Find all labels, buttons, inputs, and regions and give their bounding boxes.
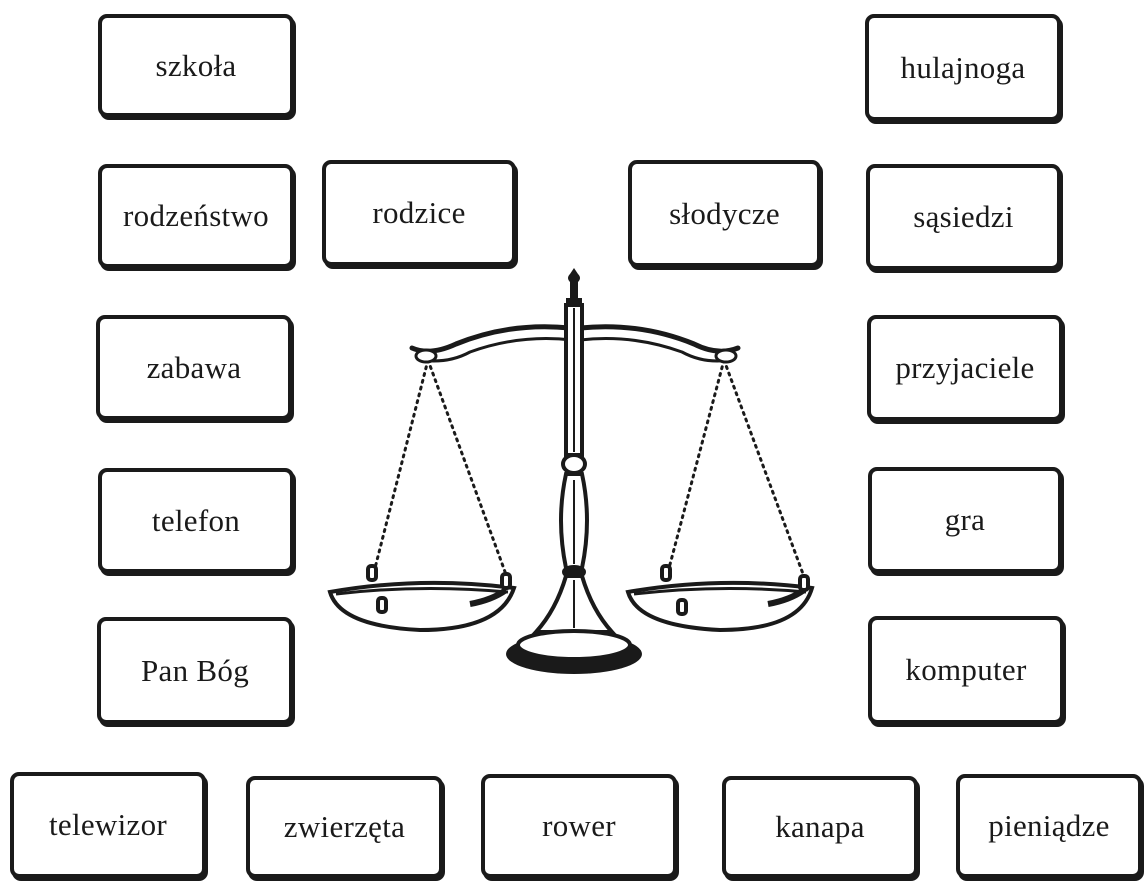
scale-chains xyxy=(372,358,808,584)
balance-scale-icon xyxy=(327,268,815,674)
card-pieniadze: pieniądze xyxy=(956,774,1142,878)
card-pan-bog: Pan Bóg xyxy=(97,617,293,724)
card-zwierzeta: zwierzęta xyxy=(246,776,443,878)
card-telefon: telefon xyxy=(98,468,294,573)
card-rodzice: rodzice xyxy=(322,160,516,266)
card-slodycze: słodycze xyxy=(628,160,821,267)
card-przyjaciele: przyjaciele xyxy=(867,315,1063,421)
card-komputer: komputer xyxy=(868,616,1064,724)
card-kanapa: kanapa xyxy=(722,776,918,878)
card-rower: rower xyxy=(481,774,677,878)
card-rodzenstwo: rodzeństwo xyxy=(98,164,294,268)
card-telewizor: telewizor xyxy=(10,772,206,878)
card-szkola: szkoła xyxy=(98,14,294,117)
card-zabawa: zabawa xyxy=(96,315,292,420)
card-gra: gra xyxy=(868,467,1062,573)
card-sasiedzi: sąsiedzi xyxy=(866,164,1061,270)
card-hulajnoga: hulajnoga xyxy=(865,14,1061,121)
